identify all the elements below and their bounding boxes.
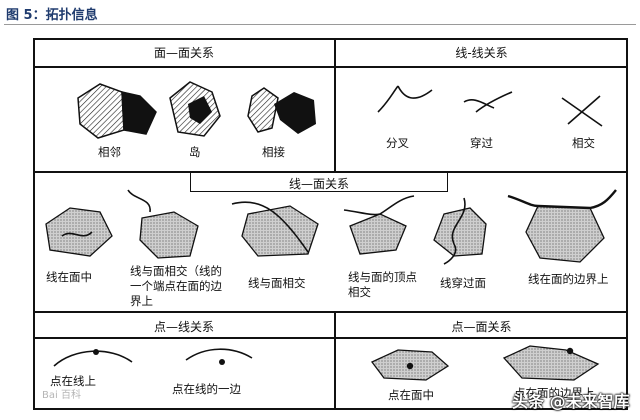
divider-bottom-middle (334, 312, 336, 409)
line-vertex-area-figure (343, 195, 415, 255)
line-line-figures (377, 85, 603, 127)
adjacent-polygons-figure (77, 83, 157, 139)
label-line-through-area: 线穿过面 (440, 276, 486, 290)
label-point-on-boundary: 点在面的边界上 (514, 386, 595, 400)
point-area-title: 点—面关系 (451, 320, 512, 334)
label-intersect: 相交 (572, 136, 595, 150)
label-line-on-boundary: 线在面的边界上 (528, 272, 609, 286)
label-island: 岛 (189, 145, 201, 159)
label-point-on-line: 点在线上 (50, 374, 96, 388)
label-point-in-area: 点在面中 (388, 388, 434, 402)
intersecting-lines (561, 95, 603, 127)
point-in-area-figure (370, 349, 450, 381)
line-line-title: 线-线关系 (455, 46, 508, 60)
point-on-boundary-figure (502, 345, 600, 381)
divider-title-top (34, 66, 627, 68)
label-line-touch-area: 线与面相交（线的一个端点在面的边界上 (130, 264, 222, 308)
line-cross-area-figure (231, 201, 319, 257)
fork-lines (377, 85, 433, 113)
divider-middle-bottom (34, 311, 627, 313)
source-watermark: 头条 @未来智库 (512, 392, 630, 411)
label-adjacent: 相邻 (98, 145, 121, 159)
point-beside-line-figure (185, 348, 253, 365)
line-area-title-box (190, 172, 448, 192)
label-cross-over: 穿过 (470, 136, 493, 150)
label-fork: 分叉 (386, 136, 409, 150)
topology-diagram-frame (33, 38, 628, 410)
divider-top-middle (334, 39, 336, 172)
label-line-in-area: 线在面中 (46, 270, 92, 284)
area-area-title: 面—面关系 (153, 46, 214, 60)
figure-title: 图 5：拓扑信息 (6, 8, 98, 23)
label-touching: 相接 (262, 145, 285, 159)
divider-bottom-title (34, 337, 627, 339)
baidu-watermark: Bai 百科 (42, 390, 81, 401)
line-area-title: 线—面关系 (288, 177, 349, 191)
point-on-line-figure (53, 349, 133, 367)
label-line-cross-area: 线与面相交 (248, 276, 306, 290)
crossing-over-lines (463, 91, 513, 113)
touching-polygons-figure (247, 87, 316, 134)
island-polygons-figure (169, 81, 221, 137)
line-through-area-figure (433, 197, 487, 265)
line-in-area-figure (45, 207, 113, 257)
line-touch-area-figure (127, 189, 199, 259)
label-point-beside-line: 点在线的一边 (172, 382, 241, 396)
line-on-boundary-figure (507, 189, 617, 263)
label-line-vertex-area: 线与面的顶点相交 (348, 270, 417, 299)
point-line-title: 点—线关系 (153, 320, 214, 334)
title-divider (4, 24, 636, 25)
